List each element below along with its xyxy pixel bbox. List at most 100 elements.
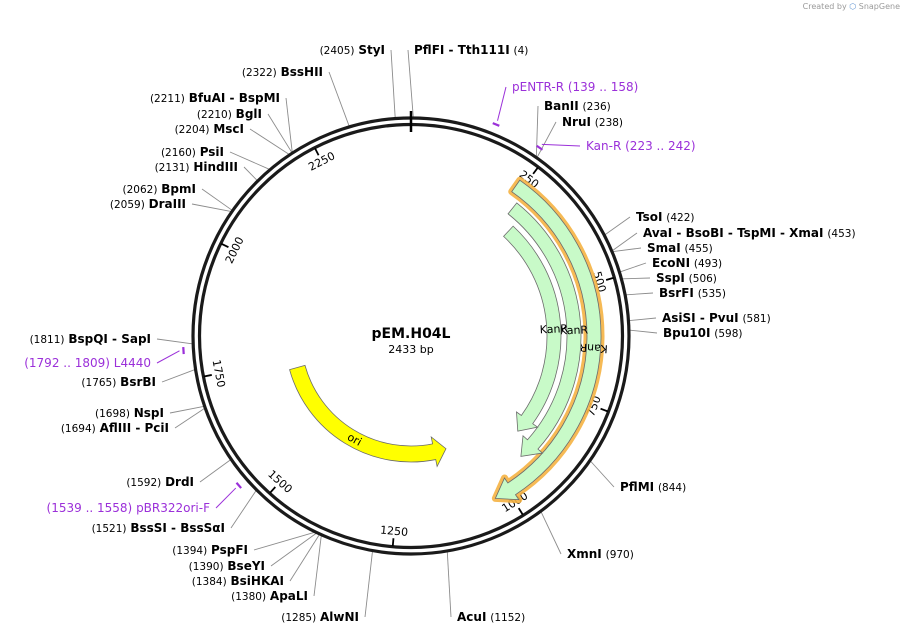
site-position: (598): [714, 328, 742, 340]
site-leader: [156, 338, 193, 345]
site-leader: [229, 151, 270, 170]
site-label-drdi[interactable]: (1592) DrdI: [126, 475, 194, 489]
feature-arrow-ori[interactable]: [289, 364, 447, 468]
site-leader: [540, 511, 562, 555]
site-leader: [199, 459, 231, 483]
site-label-pflfi[interactable]: PflFI - Tth111I (4): [414, 43, 528, 57]
site-label-tsoi[interactable]: TsoI (422): [636, 210, 695, 224]
enzyme-name: BsiHKAI: [231, 574, 285, 588]
enzyme-name: BsrFI: [659, 286, 694, 300]
site-position: (2405): [320, 45, 355, 57]
primer-label: (1792 .. 1809) L4440: [24, 356, 151, 370]
site-leader: [289, 534, 320, 582]
site-label-bpu10i[interactable]: Bpu10I (598): [663, 326, 743, 340]
enzyme-name: SspI: [656, 271, 685, 285]
site-leader: [629, 317, 657, 322]
tick-mark: [220, 242, 229, 249]
site-position: (1694): [61, 423, 96, 435]
feature-arrow-kanr[interactable]: [503, 225, 562, 432]
site-label-hindiii[interactable]: (2131) HindIII: [155, 160, 238, 174]
site-position: (1765): [81, 377, 116, 389]
site-leader: [535, 105, 539, 157]
enzyme-name: AcuI: [457, 610, 486, 624]
primer-leader: [497, 86, 507, 121]
primer-leader: [156, 350, 180, 364]
site-label-alwni[interactable]: (1285) AlwNI: [281, 610, 359, 624]
site-position: (238): [595, 117, 623, 129]
site-label-psii[interactable]: (2160) PsiI: [161, 145, 224, 159]
enzyme-name: DrdI: [165, 475, 194, 489]
plasmid-name: pEM.H04L: [372, 326, 451, 342]
enzyme-name: PciI: [145, 421, 170, 435]
enzyme-name: BspMI: [239, 91, 280, 105]
site-label-nrui[interactable]: NruI (238): [562, 115, 623, 129]
site-label-styi[interactable]: (2405) StyI: [320, 43, 385, 57]
site-leader: [629, 329, 658, 334]
site-label-banii[interactable]: BanII (236): [544, 99, 611, 113]
site-position: (1698): [95, 408, 130, 420]
site-label-acui[interactable]: AcuI (1152): [457, 610, 525, 624]
site-label-asisi[interactable]: AsiSI - PvuI (581): [662, 311, 771, 325]
site-label-bsssi[interactable]: (1521) BssSI - BssSαI: [92, 521, 225, 535]
site-position: (1390): [189, 561, 224, 573]
enzyme-name: BssHII: [281, 65, 323, 79]
site-label-bpmi[interactable]: (2062) BpmI: [123, 182, 196, 196]
site-label-smai[interactable]: SmaI (455): [647, 241, 713, 255]
enzyme-name: XmnI: [567, 547, 602, 561]
site-leader: [612, 232, 638, 251]
site-label-bseyi[interactable]: (1390) BseYI: [189, 559, 265, 573]
site-label-apali[interactable]: (1380) ApaLI: [231, 589, 308, 603]
enzyme-name: DraIII: [149, 197, 186, 211]
site-label-pflmi[interactable]: PflMI (844): [620, 480, 686, 494]
center-label: pEM.H04L 2433 bp: [372, 326, 451, 356]
tick-label: 1750: [210, 359, 228, 389]
site-label-bsrfi[interactable]: BsrFI (535): [659, 286, 726, 300]
site-label-bgli[interactable]: (2210) BglI: [197, 107, 262, 121]
site-leader: [253, 531, 315, 551]
primer-range: pBR322ori-F: [136, 501, 210, 515]
feature-arrow-kanr[interactable]: [494, 179, 602, 501]
site-leader: [313, 535, 322, 597]
site-label-bsshii[interactable]: (2322) BssHII: [242, 65, 323, 79]
site-leader: [536, 121, 557, 158]
site-label-bfuai[interactable]: (2211) BfuAI - BspMI: [150, 91, 280, 105]
enzyme-name: BssSI: [130, 521, 167, 535]
site-leader: [328, 71, 350, 127]
site-position: (2131): [155, 162, 190, 174]
enzyme-name: TsoI: [636, 210, 662, 224]
primer-bar: [536, 144, 544, 151]
enzyme-name: AvaI: [643, 226, 672, 240]
site-label-xmni[interactable]: XmnI (970): [567, 547, 634, 561]
site-position: (1394): [172, 545, 207, 557]
site-label-bsihkai[interactable]: (1384) BsiHKAI: [192, 574, 284, 588]
site-label-bspqi[interactable]: (1811) BspQI - SapI: [30, 332, 151, 346]
tick-mark: [605, 276, 615, 281]
enzyme-name: AlwNI: [320, 610, 359, 624]
site-labels: (2405) StyI PflFI - Tth111I (4) (2322) Bss…: [30, 43, 856, 624]
tick-mark: [269, 486, 276, 494]
primer-bar: [235, 482, 242, 489]
site-leader: [446, 551, 452, 618]
site-label-econi[interactable]: EcoNI (493): [652, 256, 722, 270]
site-label-nspi[interactable]: (1698) NspI: [95, 406, 164, 420]
site-leader: [191, 203, 231, 212]
enzyme-name: Tth111I: [458, 43, 510, 57]
site-leader: [390, 49, 396, 118]
site-label-draiii[interactable]: (2059) DraIII: [110, 197, 186, 211]
enzyme-name: PflMI: [620, 480, 654, 494]
site-label-afliii[interactable]: (1694) AflIII - PciI: [61, 421, 169, 435]
site-label-msci[interactable]: (2204) MscI: [175, 122, 244, 136]
site-label-pspfi[interactable]: (1394) PspFI: [172, 543, 248, 557]
site-label-bsrbi[interactable]: (1765) BsrBI: [81, 375, 156, 389]
site-position: (455): [685, 243, 713, 255]
primer-leader: [215, 487, 237, 509]
site-leader: [161, 369, 195, 383]
enzyme-name: BspQI: [68, 332, 108, 346]
site-label-avai[interactable]: AvaI - BsoBI - TspMI - XmaI (453): [643, 226, 856, 240]
site-position: (970): [606, 549, 634, 561]
feature-arrow-kanr[interactable]: [507, 202, 582, 457]
site-position: (4): [514, 45, 529, 57]
enzyme-name: PsiI: [200, 145, 224, 159]
site-label-sspi[interactable]: SspI (506): [656, 271, 717, 285]
site-leader: [364, 551, 373, 618]
